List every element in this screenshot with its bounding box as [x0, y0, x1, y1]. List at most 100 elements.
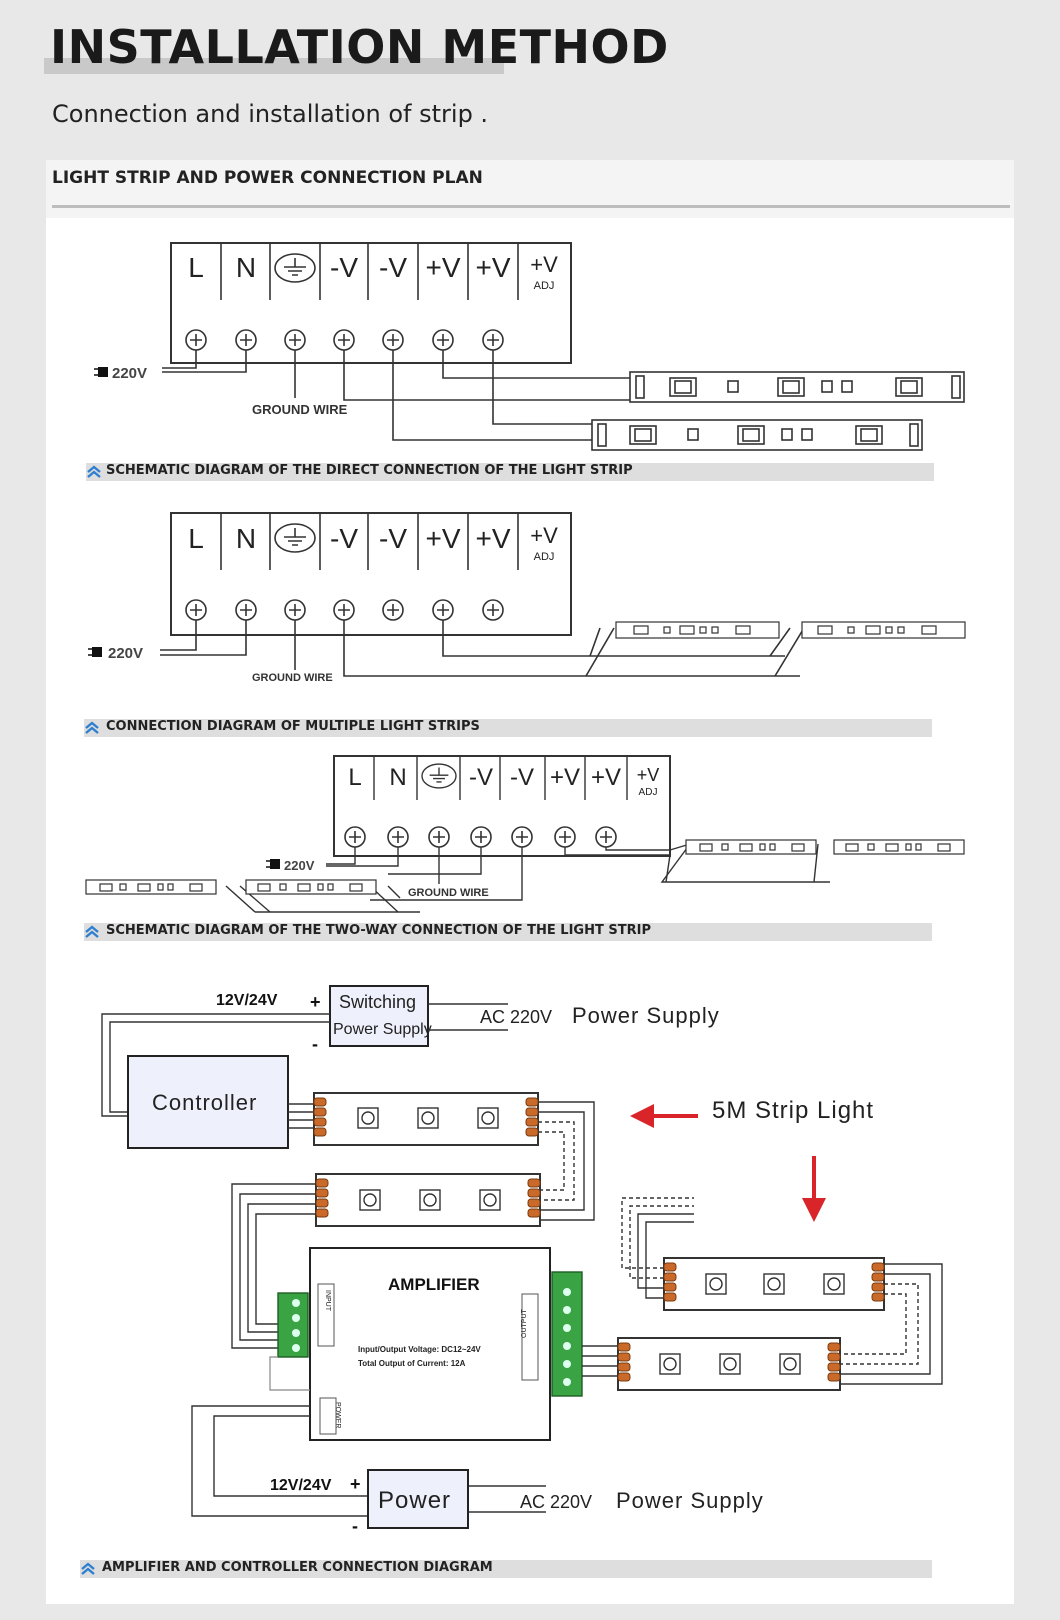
- plug-icon: [265, 858, 281, 870]
- voltage-top-label: 12V/24V: [216, 992, 278, 1009]
- caption-direct-connection: SCHEMATIC DIAGRAM OF THE DIRECT CONNECTI…: [106, 463, 633, 478]
- minus-top-label: -: [312, 1034, 318, 1054]
- chevron-up-icon: [85, 925, 99, 938]
- led-strip: [245, 879, 377, 895]
- led-strip: [629, 371, 965, 403]
- terminal-label-pos: +V: [475, 523, 510, 554]
- ground-wire-label: GROUND WIRE: [408, 887, 489, 899]
- switching-label: Switching: [339, 992, 416, 1012]
- caption-amplifier-controller: AMPLIFIER AND CONTROLLER CONNECTION DIAG…: [102, 1560, 493, 1575]
- led-strip: [801, 621, 966, 639]
- amp-spec-current: Total Output of Current: 12A: [358, 1359, 466, 1368]
- chevron-up-icon: [85, 721, 99, 734]
- power-label: POWER: [334, 1402, 341, 1428]
- terminal-label-pos-adj: +V: [530, 523, 558, 548]
- plus-top-label: +: [310, 992, 321, 1012]
- input-voltage-label: 220V: [108, 645, 143, 662]
- power-supply-bottom-label: Power Supply: [616, 1488, 764, 1513]
- ground-icon: [274, 253, 316, 283]
- power-supply-block: [170, 242, 572, 364]
- two-way-connection-diagram: L N -V -V +V +V +V ADJ 220V GRO: [85, 755, 965, 913]
- panel-divider: [52, 205, 1010, 208]
- ac-bottom-label: AC 220V: [520, 1492, 592, 1512]
- terminal-label-pos: +V: [425, 523, 460, 554]
- led-strip: [315, 1173, 541, 1227]
- terminal-label-pos-adj: +V: [530, 252, 558, 277]
- arrow-left-icon: [630, 1104, 654, 1128]
- input-voltage-label: 220V: [112, 365, 147, 382]
- strip-light-label: 5M Strip Light: [712, 1097, 874, 1124]
- power-supply-label: Power Supply: [333, 1021, 432, 1038]
- power-supply-top-label: Power Supply: [572, 1003, 720, 1028]
- panel-header: LIGHT STRIP AND POWER CONNECTION PLAN: [46, 160, 1014, 218]
- terminal-label-n: N: [389, 764, 406, 791]
- led-strip: [663, 1257, 885, 1311]
- terminal-label-pos: +V: [550, 764, 580, 791]
- ground-icon: [274, 523, 316, 553]
- output-label: OUTPUT: [521, 1309, 528, 1339]
- switching-power-supply-box: [329, 985, 429, 1047]
- terminal-label-n: N: [236, 252, 256, 283]
- panel-title: LIGHT STRIP AND POWER CONNECTION PLAN: [52, 168, 483, 188]
- controller-box: [127, 1055, 289, 1149]
- caption-two-way-connection: SCHEMATIC DIAGRAM OF THE TWO-WAY CONNECT…: [106, 923, 651, 938]
- power-box-label: Power: [378, 1487, 451, 1514]
- led-strip: [85, 879, 217, 895]
- caption-multiple-strips: CONNECTION DIAGRAM OF MULTIPLE LIGHT STR…: [106, 719, 480, 734]
- terminal-label-pos: +V: [475, 252, 510, 283]
- ac-top-label: AC 220V: [480, 1007, 552, 1027]
- ground-wire-label: GROUND WIRE: [252, 402, 348, 417]
- terminal-label-n: N: [236, 523, 256, 554]
- terminal-label-neg: -V: [379, 523, 407, 554]
- ground-icon: [421, 763, 457, 789]
- caption-bar-amplifier: [80, 1560, 932, 1578]
- page-title: INSTALLATION METHOD: [50, 20, 669, 74]
- terminal-label-neg: -V: [330, 252, 358, 283]
- input-label: INPUT: [324, 1290, 331, 1312]
- arrow-down-icon: [802, 1198, 826, 1222]
- terminal-label-neg: -V: [510, 764, 534, 791]
- terminal-label-pos: +V: [591, 764, 621, 791]
- terminal-label-adj: ADJ: [639, 787, 658, 798]
- led-strip: [313, 1092, 539, 1146]
- caption-bar-multiple: [84, 719, 932, 737]
- led-strip: [615, 621, 780, 639]
- page-subtitle: Connection and installation of strip .: [52, 100, 489, 128]
- terminal-label-neg: -V: [379, 252, 407, 283]
- amplifier-label: AMPLIFIER: [388, 1275, 480, 1294]
- led-strip: [591, 419, 923, 451]
- terminal-label-neg: -V: [469, 764, 493, 791]
- power-box: [367, 1469, 469, 1529]
- caption-bar-direct: [86, 463, 934, 481]
- caption-bar-two-way: [84, 923, 932, 941]
- terminal-label-pos: +V: [425, 252, 460, 283]
- led-strip: [617, 1337, 841, 1391]
- power-supply-block: [170, 512, 572, 636]
- title-underline: [44, 58, 504, 74]
- plug-icon: [87, 646, 103, 658]
- terminal-label-l: L: [188, 252, 204, 283]
- minus-bottom-label: -: [352, 1516, 358, 1536]
- chevron-up-icon: [87, 465, 101, 478]
- controller-label: Controller: [152, 1090, 257, 1115]
- amplifier-controller-diagram: 12V/24V + - Switching Power Supply AC 22…: [101, 985, 943, 1536]
- input-voltage-label: 220V: [284, 858, 315, 873]
- amp-spec-voltage: Input/Output Voltage: DC12~24V: [358, 1345, 481, 1354]
- led-strip: [833, 839, 965, 855]
- terminal-label-l: L: [188, 523, 204, 554]
- chevron-up-icon: [81, 1562, 95, 1575]
- input-connector: [277, 1292, 309, 1358]
- amplifier-box: [309, 1247, 551, 1441]
- ground-wire-label: GROUND WIRE: [252, 672, 333, 684]
- plus-bottom-label: +: [350, 1474, 361, 1494]
- plug-icon: [93, 366, 109, 378]
- terminal-label-adj: ADJ: [534, 551, 555, 563]
- led-strip: [685, 839, 817, 855]
- output-connector: [551, 1271, 583, 1397]
- terminal-label-pos-adj: +V: [637, 765, 660, 785]
- direct-connection-diagram: L N -V -V +V +V +V ADJ 220V GROUND WIRE: [93, 242, 965, 451]
- voltage-bottom-label: 12V/24V: [270, 1477, 332, 1494]
- terminal-label-adj: ADJ: [534, 280, 555, 292]
- multiple-strips-diagram: L N -V -V +V +V +V ADJ 220V GROUND WIRE: [87, 512, 966, 684]
